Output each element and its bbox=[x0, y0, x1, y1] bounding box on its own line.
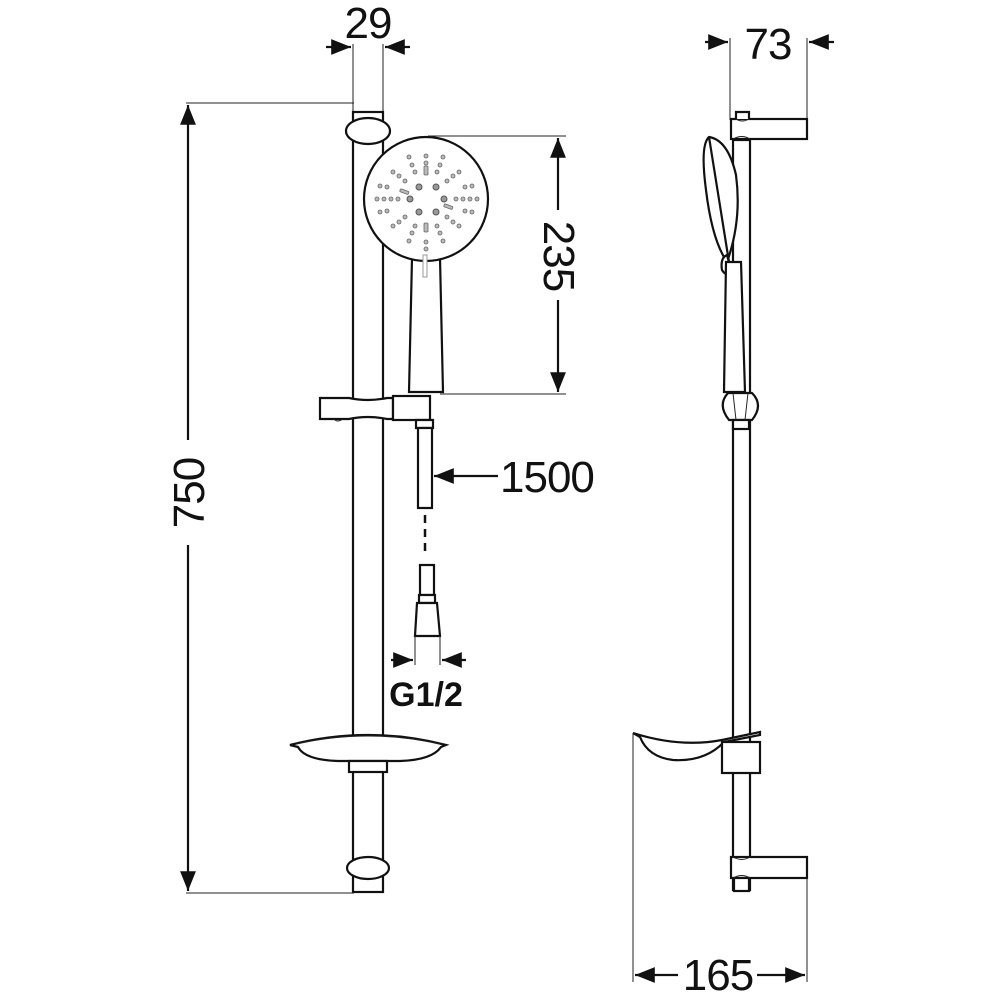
side-wall-rail bbox=[731, 138, 752, 892]
dim-label-1500: 1500 bbox=[500, 453, 594, 502]
dimension-wall-projection: 73 bbox=[705, 20, 834, 120]
side-bottom-wall-bracket bbox=[729, 855, 809, 893]
dimension-hand-shower-length: 235 bbox=[428, 135, 583, 395]
dim-label-g12: G1/2 bbox=[389, 676, 463, 714]
dim-label-235: 235 bbox=[534, 221, 583, 291]
slider-holder bbox=[318, 394, 435, 430]
dimension-rail-diameter: 29 bbox=[326, 0, 410, 112]
shower-hose bbox=[416, 426, 434, 555]
side-hand-shower-profile bbox=[702, 135, 747, 394]
bottom-wall-bracket bbox=[345, 855, 391, 881]
side-soap-dish-profile bbox=[632, 730, 762, 775]
dim-label-165: 165 bbox=[683, 951, 753, 1000]
side-slider-holder bbox=[721, 391, 760, 431]
nozzle-pattern bbox=[374, 153, 480, 252]
top-wall-bracket bbox=[344, 116, 392, 146]
side-top-wall-bracket bbox=[729, 110, 809, 141]
side-view: 73 bbox=[632, 20, 834, 1000]
dimension-soap-dish-depth: 165 bbox=[632, 733, 808, 1000]
soap-dish bbox=[289, 733, 450, 774]
dimension-total-height: 750 bbox=[165, 102, 354, 894]
dim-label-73: 73 bbox=[745, 20, 792, 69]
front-view: 29 750 bbox=[165, 0, 595, 894]
dim-label-29: 29 bbox=[345, 0, 392, 48]
hose-connector: G1/2 bbox=[389, 563, 466, 714]
hand-shower bbox=[362, 135, 490, 394]
dim-label-750: 750 bbox=[165, 458, 214, 528]
dimension-hose-length: 1500 bbox=[434, 453, 595, 502]
